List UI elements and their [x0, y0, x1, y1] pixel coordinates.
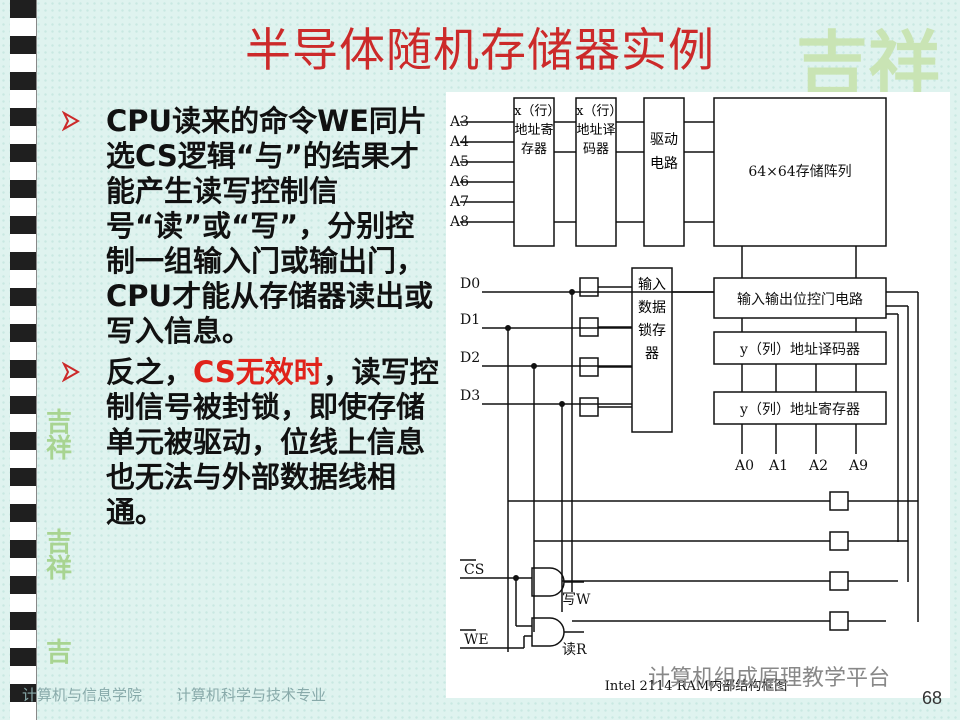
footer-major: 计算机科学与技术专业 — [176, 686, 327, 704]
input-latch-label: 输入数据锁存器 — [638, 277, 666, 362]
y-decoder-label: y（列）地址译码器 — [739, 342, 860, 358]
addr-pin-a5: A5 — [449, 154, 469, 170]
addr-pin-a3: A3 — [449, 114, 469, 130]
data-pin-d1: D1 — [460, 312, 480, 328]
y-decoder-box — [713, 331, 887, 365]
driver-box — [643, 97, 685, 247]
data-pin-d3: D3 — [460, 388, 480, 404]
bullet-text-2-after: ，读写控制信号被封锁，即使存储单元被驱动，位线上信息也无法与外部数据线相通。 — [106, 355, 439, 529]
bullet-text-2-before: 反之， — [106, 355, 194, 389]
io-control-box — [713, 277, 887, 319]
write-signal-label: 写W — [562, 592, 591, 608]
x-register-box — [513, 97, 555, 247]
driver-label: 驱动电路 — [650, 132, 678, 172]
col-pin-a1: A1 — [768, 458, 788, 474]
x-register-label-wrap: x（行）地址寄存器 — [514, 104, 554, 157]
cs-pin-label: CS — [464, 562, 484, 578]
arrow-bullet-icon — [61, 359, 82, 385]
watermark-text: 计算机组成原理教学平台 — [648, 666, 891, 691]
col-pin-a9: A9 — [848, 458, 868, 474]
left-film-strip — [10, 0, 37, 720]
input-latch-label-wrap: 输入数据锁存器 — [638, 277, 666, 362]
diagram-svg: A3 A4 A5 A6 A7 A8 D0 D1 D2 D3 A0 A1 A2 A… — [449, 97, 919, 694]
footer-college: 计算机与信息学院 — [22, 686, 143, 704]
bullet-list: CPU读来的命令WE同片选CS逻辑“与”的结果才能产生读写控制信号“读”或“写”… — [61, 104, 442, 530]
array-label: 64×64存储阵列 — [748, 164, 851, 180]
io-control-label: 输入输出位控门电路 — [737, 292, 863, 308]
data-pin-d2: D2 — [460, 350, 480, 366]
addr-pin-a8: A8 — [449, 214, 469, 230]
addr-pin-a7: A7 — [449, 194, 469, 210]
x-decoder-label: x（行）地址译码器 — [576, 104, 616, 157]
x-decoder-label-wrap: x（行）地址译码器 — [576, 104, 616, 157]
array-box — [713, 97, 887, 247]
bullet-text-2-highlight: CS无效时 — [193, 355, 323, 389]
addr-pin-a6: A6 — [449, 174, 469, 190]
y-register-box — [713, 391, 887, 425]
decorative-logo-side-3: 吉 — [46, 638, 73, 668]
decorative-logo-side-1: 吉祥 — [46, 408, 73, 464]
col-pin-a0: A0 — [734, 458, 754, 474]
slide-title: 半导体随机存储器实例 — [245, 23, 715, 77]
input-latch-box — [631, 267, 673, 433]
bullet-text-1: CPU读来的命令WE同片选CS逻辑“与”的结果才能产生读写控制信号“读”或“写”… — [106, 104, 434, 348]
diagram-caption: Intel 2114 RAM内部结构框图 — [605, 678, 787, 694]
y-register-label: y（列）地址寄存器 — [739, 401, 860, 418]
x-register-label: x（行）地址寄存器 — [514, 104, 554, 157]
we-pin-label: WE — [464, 632, 489, 648]
ram-block-diagram: A3 A4 A5 A6 A7 A8 D0 D1 D2 D3 A0 A1 A2 A… — [446, 92, 950, 698]
decorative-logo-side-2: 吉祥 — [46, 528, 73, 584]
bullet-item-1: CPU读来的命令WE同片选CS逻辑“与”的结果才能产生读写控制信号“读”或“写”… — [61, 104, 442, 349]
x-decoder-box — [575, 97, 617, 247]
read-signal-label: 读R — [562, 641, 587, 658]
arrow-bullet-icon — [61, 108, 82, 134]
addr-pin-a4: A4 — [449, 134, 469, 150]
data-pin-d0: D0 — [460, 276, 480, 292]
driver-label-wrap: 驱动电路 — [650, 132, 678, 172]
page-number: 68 — [921, 688, 942, 708]
col-pin-a2: A2 — [808, 458, 828, 474]
bullet-item-2: 反之，CS无效时，读写控制信号被封锁，即使存储单元被驱动，位线上信息也无法与外部… — [61, 355, 442, 530]
